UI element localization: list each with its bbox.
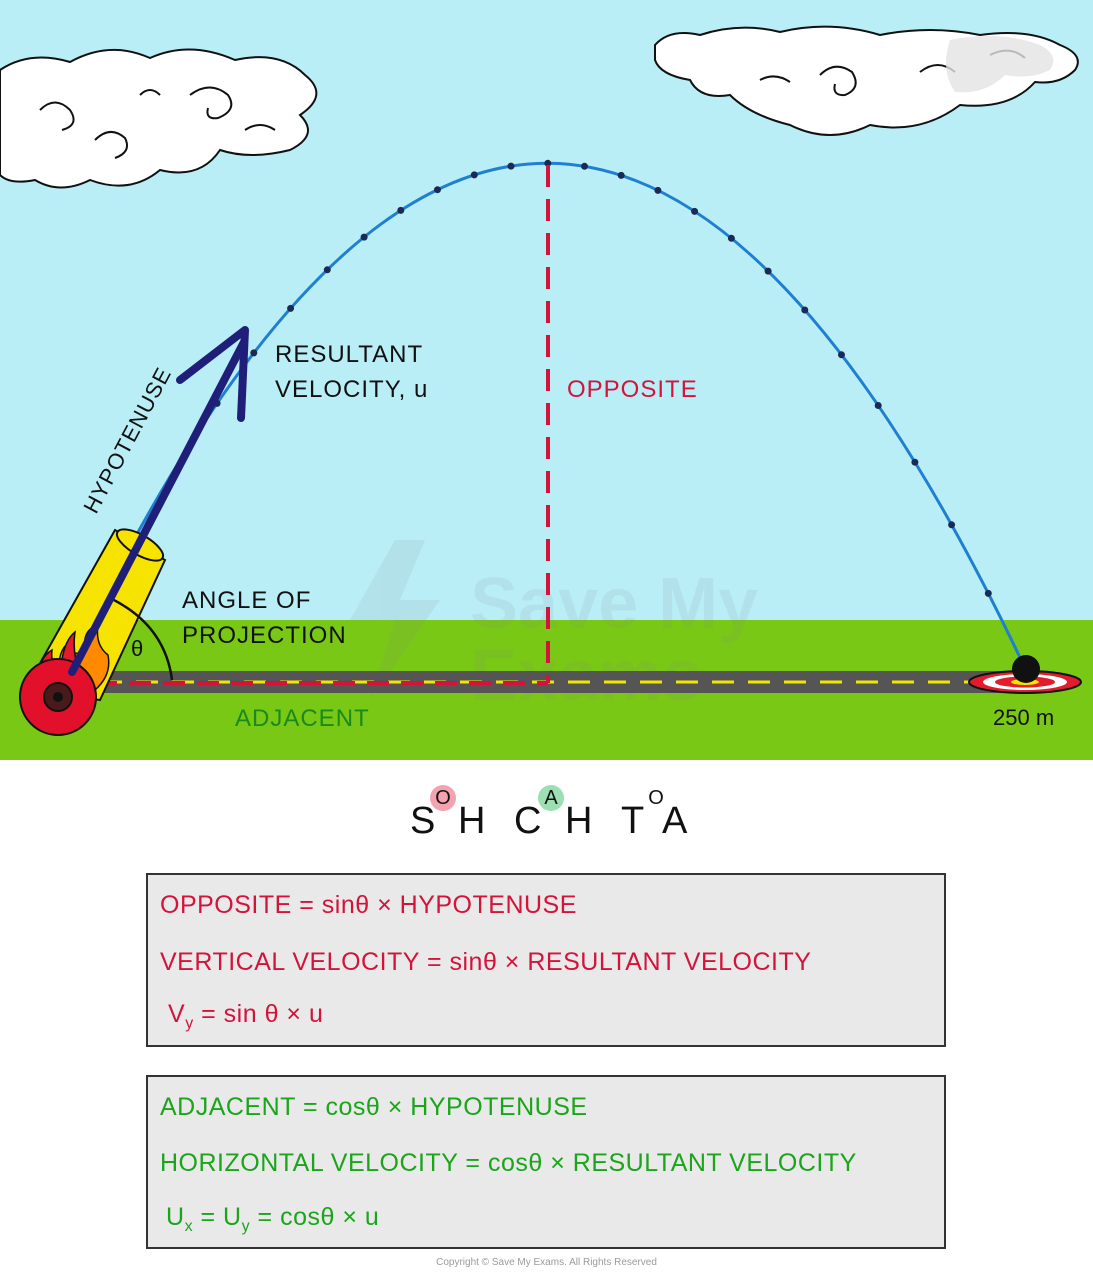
- angle-label-line2: PROJECTION: [182, 622, 347, 649]
- theta-label: θ: [131, 636, 145, 661]
- mnemonic-sup-o1: O: [430, 785, 456, 811]
- svg-text:Save My: Save My: [470, 564, 758, 644]
- scene-svg: Save My Exams: [0, 0, 1093, 760]
- trajectory-dot: [984, 589, 992, 597]
- trajectory-dots: [213, 159, 992, 597]
- mnemonic-s: S: [410, 800, 436, 842]
- trajectory-dot: [323, 266, 331, 274]
- adjacent-label: ADJACENT: [235, 705, 370, 732]
- trajectory-dot: [801, 306, 809, 314]
- vy-rest: = sin θ × u: [193, 1000, 324, 1028]
- trajectory-dot: [507, 162, 515, 170]
- trajectory-dot: [581, 162, 588, 170]
- mnemonic-c: C: [514, 800, 542, 842]
- angle-label-line1: ANGLE OF: [182, 587, 312, 614]
- velocity-arrow: [68, 326, 249, 676]
- cannonball-icon: [1012, 655, 1040, 683]
- cloud-right-shadow: [946, 36, 1054, 93]
- trajectory-dot: [250, 349, 258, 357]
- trajectory-dot: [838, 351, 845, 359]
- mnemonic-a: A: [662, 800, 688, 842]
- vertical-box-line1: OPPOSITE = sinθ × HYPOTENUSE: [160, 891, 577, 919]
- resultant-label-line1: RESULTANT: [275, 341, 424, 368]
- cloud-left-icon: [0, 48, 318, 189]
- trajectory-dot: [434, 186, 441, 194]
- trajectory-dot: [911, 458, 919, 466]
- projectile-scene: Save My Exams: [0, 0, 1093, 760]
- resultant-label-line2: VELOCITY, u: [275, 376, 429, 403]
- trajectory-dot: [287, 304, 295, 312]
- uy-subscript: y: [241, 1218, 251, 1235]
- ux-subscript: x: [184, 1218, 194, 1235]
- trajectory-dot: [617, 171, 625, 179]
- ux-rest: = cosθ × u: [250, 1203, 380, 1231]
- vertical-box-line3: Vy = sin θ × u: [168, 1000, 323, 1033]
- distance-label: 250 m: [993, 705, 1055, 730]
- copyright-text: Copyright © Save My Exams. All Rights Re…: [436, 1257, 657, 1268]
- trajectory-dot: [470, 171, 478, 179]
- sohcahtoa-mnemonic: S O H C A H T O A: [0, 785, 1093, 845]
- mnemonic-sup-a: A: [538, 785, 564, 811]
- mnemonic-h1: H: [458, 800, 486, 842]
- vertical-box-line2: VERTICAL VELOCITY = sinθ × RESULTANT VEL…: [160, 948, 812, 976]
- horizontal-box-line2: HORIZONTAL VELOCITY = cosθ × RESULTANT V…: [160, 1149, 857, 1177]
- trajectory-dot: [360, 233, 368, 241]
- vertical-velocity-box: OPPOSITE = sinθ × HYPOTENUSE VERTICAL VE…: [146, 873, 946, 1047]
- vy-symbol: V: [168, 1000, 186, 1028]
- road: [95, 671, 1025, 693]
- trajectory-dot: [948, 521, 956, 529]
- ux-symbol: U: [166, 1203, 185, 1231]
- mnemonic-t: T: [621, 800, 645, 842]
- uy-symbol: = U: [193, 1203, 242, 1231]
- mnemonic-h2: H: [565, 800, 593, 842]
- trajectory-dot: [691, 207, 699, 215]
- horizontal-velocity-box: ADJACENT = cosθ × HYPOTENUSE HORIZONTAL …: [146, 1075, 946, 1249]
- trajectory-dot: [874, 402, 882, 409]
- mnemonic-sup-o2: O: [648, 787, 664, 809]
- trajectory-dot: [654, 186, 662, 194]
- trajectory-dot: [727, 234, 735, 242]
- angle-arc: [109, 596, 174, 681]
- horizontal-box-line1: ADJACENT = cosθ × HYPOTENUSE: [160, 1093, 588, 1121]
- trajectory-dot: [397, 206, 405, 214]
- vy-subscript: y: [185, 1015, 194, 1032]
- opposite-label: OPPOSITE: [567, 376, 698, 403]
- trajectory-dot: [764, 267, 772, 275]
- horizontal-box-line3: Ux = Uy = cosθ × u: [166, 1203, 379, 1236]
